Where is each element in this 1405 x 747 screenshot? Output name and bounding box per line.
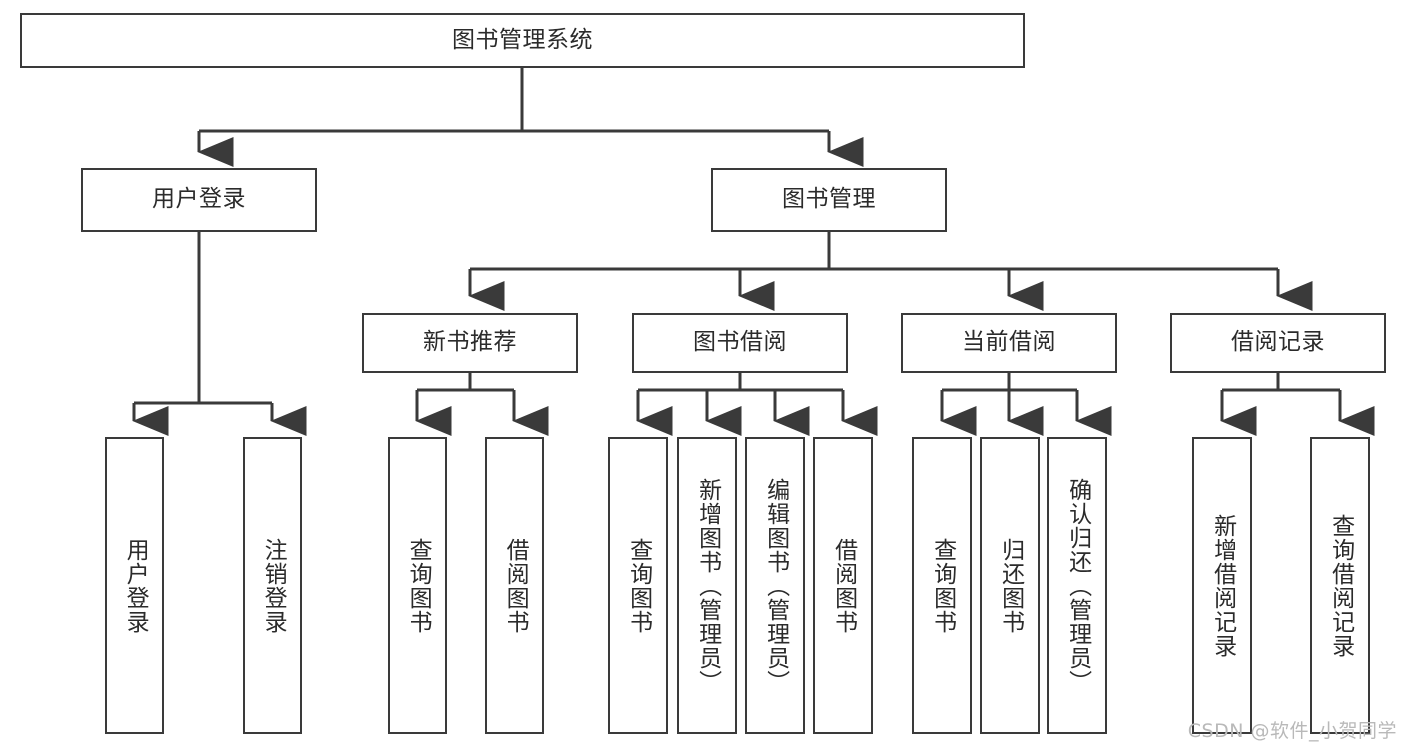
node-book-borrow-label: 图书借阅 [693, 329, 787, 356]
node-borrow-record-label: 借阅记录 [1231, 329, 1325, 356]
leaf-borrow-edit-book-admin-label: 编辑图书（管理员） [762, 477, 789, 694]
leaf-new-book-borrow-label: 借阅图书 [502, 537, 529, 634]
leaf-record-add-record-label: 新增借阅记录 [1209, 513, 1236, 658]
leaf-borrow-add-book-admin-label: 新增图书（管理员） [694, 477, 721, 694]
leaf-new-book-query-label: 查询图书 [405, 537, 432, 634]
leaf-current-confirm-return-admin[interactable]: 确认归还（管理员） [1047, 437, 1107, 734]
node-user-login-label: 用户登录 [152, 186, 246, 213]
node-root-label: 图书管理系统 [452, 26, 593, 53]
node-current-borrow[interactable]: 当前借阅 [901, 313, 1117, 373]
leaf-user-login-signout[interactable]: 注销登录 [243, 437, 302, 734]
leaf-user-login-signout-label: 注销登录 [260, 537, 287, 634]
leaf-new-book-borrow[interactable]: 借阅图书 [485, 437, 544, 734]
leaf-current-query-book-label: 查询图书 [929, 537, 956, 634]
node-new-book-recommend[interactable]: 新书推荐 [362, 313, 578, 373]
node-book-management[interactable]: 图书管理 [711, 168, 947, 232]
node-current-borrow-label: 当前借阅 [962, 329, 1056, 356]
leaf-user-login-signin[interactable]: 用户登录 [105, 437, 164, 734]
node-book-management-label: 图书管理 [782, 186, 876, 213]
csdn-watermark: CSDN @软件_小贺同学 [1187, 720, 1397, 742]
leaf-new-book-query[interactable]: 查询图书 [388, 437, 447, 734]
leaf-borrow-query-book[interactable]: 查询图书 [608, 437, 668, 734]
leaf-current-return-book-label: 归还图书 [997, 537, 1024, 634]
leaf-record-query-record[interactable]: 查询借阅记录 [1310, 437, 1370, 734]
leaf-borrow-edit-book-admin[interactable]: 编辑图书（管理员） [745, 437, 805, 734]
node-new-book-recommend-label: 新书推荐 [423, 329, 517, 356]
node-root-book-management-system[interactable]: 图书管理系统 [20, 13, 1025, 68]
leaf-current-confirm-return-admin-label: 确认归还（管理员） [1064, 477, 1091, 694]
leaf-borrow-query-book-label: 查询图书 [625, 537, 652, 634]
leaf-user-login-signin-label: 用户登录 [122, 537, 149, 634]
leaf-borrow-add-book-admin[interactable]: 新增图书（管理员） [677, 437, 737, 734]
leaf-borrow-borrow-book[interactable]: 借阅图书 [813, 437, 873, 734]
node-user-login[interactable]: 用户登录 [81, 168, 317, 232]
leaf-current-query-book[interactable]: 查询图书 [912, 437, 972, 734]
leaf-record-add-record[interactable]: 新增借阅记录 [1192, 437, 1252, 734]
leaf-record-query-record-label: 查询借阅记录 [1327, 513, 1354, 658]
leaf-borrow-borrow-book-label: 借阅图书 [830, 537, 857, 634]
node-book-borrow[interactable]: 图书借阅 [632, 313, 848, 373]
leaf-current-return-book[interactable]: 归还图书 [980, 437, 1040, 734]
node-borrow-record[interactable]: 借阅记录 [1170, 313, 1386, 373]
